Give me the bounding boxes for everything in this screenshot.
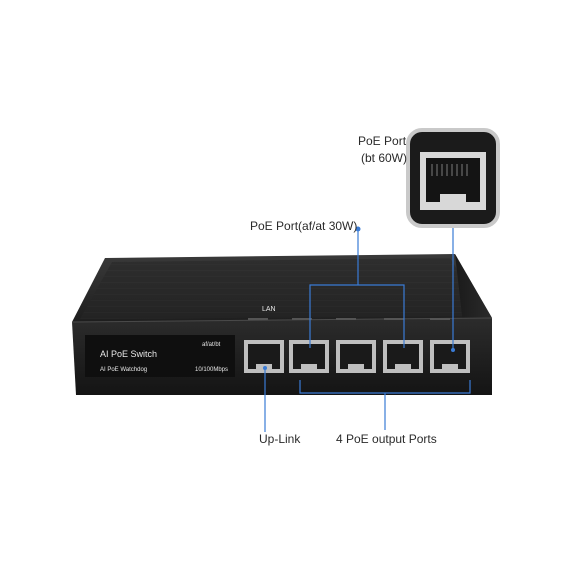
- callout-dots: [263, 226, 455, 370]
- callout-output-ports: 4 PoE output Ports: [336, 432, 437, 446]
- panel-feature: AI PoE Watchdog: [100, 367, 147, 373]
- panel-speed: 10/100Mbps: [195, 367, 228, 373]
- poe-port-2[interactable]: [336, 340, 376, 373]
- bt-port-zoom-inset: [406, 128, 500, 228]
- callout-poe-port-afat: PoE Port(af/at 30W): [250, 219, 358, 233]
- panel-standard: af/at/bt: [202, 342, 221, 348]
- device-top-texture: [80, 258, 486, 319]
- panel-title: AI PoE Switch: [100, 349, 157, 359]
- poe-port-4-bt[interactable]: [430, 340, 470, 373]
- front-label-strip: [85, 335, 235, 377]
- poe-port-3[interactable]: [383, 340, 423, 373]
- led-row: [248, 318, 450, 320]
- callout-uplink: Up-Link: [259, 432, 301, 446]
- callout-poe-port-bt-line1: PoE Port: [358, 134, 407, 148]
- callout-poe-port-bt-line2: (bt 60W): [361, 151, 408, 165]
- lan-label: LAN: [262, 306, 276, 313]
- poe-port-1[interactable]: [289, 340, 329, 373]
- callout-lines: [264, 228, 471, 432]
